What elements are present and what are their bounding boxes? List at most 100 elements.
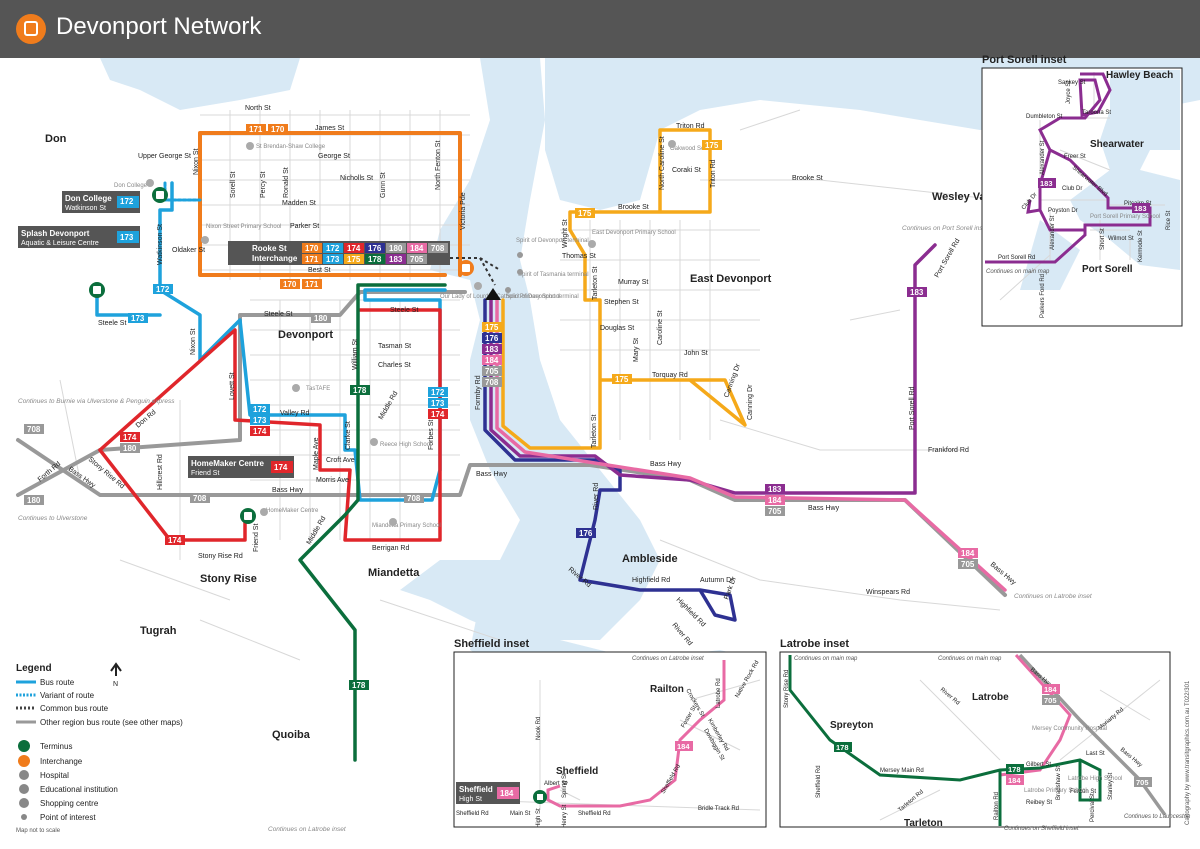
svg-text:Continues to Launceston: Continues to Launceston <box>1124 814 1191 820</box>
terminus-icon-splash <box>89 282 105 298</box>
legend-school-icon <box>19 784 29 794</box>
rooke-route-174: 174 <box>344 243 364 253</box>
svg-text:Croft Ave: Croft Ave <box>326 457 355 464</box>
svg-text:175: 175 <box>485 323 499 332</box>
svg-text:176: 176 <box>579 529 593 538</box>
terminus-icon-don-college <box>152 187 168 203</box>
route-badge-708: 708 <box>482 377 502 387</box>
svg-text:Poyston Dr: Poyston Dr <box>1048 208 1078 214</box>
svg-text:Tarleton St: Tarleton St <box>592 266 599 300</box>
svg-text:Madden St: Madden St <box>282 200 316 207</box>
terminal-triangle-icon <box>485 288 501 300</box>
svg-text:Sheffield inset: Sheffield inset <box>454 638 530 650</box>
svg-text:Steele St: Steele St <box>98 320 126 327</box>
svg-text:Dumbleton St: Dumbleton St <box>1026 114 1063 120</box>
rooke-route-178: 178 <box>365 254 385 264</box>
svg-text:Henry St: Henry St <box>562 804 568 828</box>
note-latrobe2: Continues on Latrobe inset <box>268 826 347 833</box>
svg-text:Continues on Sheffield inset: Continues on Sheffield inset <box>1004 826 1079 832</box>
svg-text:708: 708 <box>193 494 207 503</box>
svg-text:Upper George St: Upper George St <box>138 153 191 160</box>
svg-text:Bus route: Bus route <box>40 678 75 687</box>
svg-text:705: 705 <box>768 507 782 516</box>
callout-splash[interactable]: Splash Devonport Aquatic & Leisure Centr… <box>18 226 140 248</box>
interchange-icon-rooke <box>458 260 474 276</box>
svg-text:Railton Rd: Railton Rd <box>994 792 1000 820</box>
svg-text:171: 171 <box>305 280 319 289</box>
svg-text:178: 178 <box>368 255 382 264</box>
route-170-line <box>198 131 462 277</box>
svg-text:Common bus route: Common bus route <box>40 704 109 713</box>
suburb-labels: Don Devonport East Devonport Wesley Vale… <box>45 133 995 741</box>
svg-text:Bass Hwy: Bass Hwy <box>808 505 840 512</box>
svg-text:St Brendan-Shaw College: St Brendan-Shaw College <box>256 144 326 150</box>
note-ulverstone: Continues to Ulverstone <box>18 515 88 522</box>
svg-text:Gunn St: Gunn St <box>380 172 387 198</box>
rooke-route-172: 172 <box>323 243 343 253</box>
svg-text:Triton Rd: Triton Rd <box>710 159 717 188</box>
svg-text:Nixon Street Primary School: Nixon Street Primary School <box>206 224 281 230</box>
route-badge-178: 178 <box>349 680 369 690</box>
svg-text:Middle Rd: Middle Rd <box>378 390 400 421</box>
legend-shopping-icon <box>19 798 29 808</box>
svg-text:Gilbert St: Gilbert St <box>1026 762 1051 768</box>
svg-text:174: 174 <box>253 427 267 436</box>
bass-strait-west <box>100 58 300 110</box>
svg-text:183: 183 <box>768 485 782 494</box>
svg-text:Brooke St: Brooke St <box>618 204 649 211</box>
route-183-inset <box>985 72 1152 264</box>
svg-text:172: 172 <box>431 388 445 397</box>
svg-text:172: 172 <box>253 405 267 414</box>
svg-text:Taroona St: Taroona St <box>1082 110 1111 116</box>
suburb-tugrah: Tugrah <box>140 625 177 637</box>
svg-text:Rice St: Rice St <box>1166 210 1172 230</box>
svg-text:Forbes St: Forbes St <box>428 420 435 450</box>
port-sorell-inset[interactable]: Port Sorell inset Hawley Beach Shearwate… <box>981 54 1183 327</box>
svg-text:183: 183 <box>910 288 924 297</box>
svg-text:184: 184 <box>500 789 514 798</box>
svg-text:174: 174 <box>123 433 137 442</box>
svg-text:171: 171 <box>249 125 263 134</box>
svg-text:Victoria Pde: Victoria Pde <box>460 192 467 230</box>
svg-text:Mary St: Mary St <box>633 338 640 362</box>
title-bar: Devonport Network <box>0 0 1200 58</box>
latrobe-badges: 178 178 184 184 705 705 <box>834 684 1152 787</box>
svg-text:Tarleton St: Tarleton St <box>591 414 598 448</box>
rooke-route-705: 705 <box>407 254 427 264</box>
svg-text:Continues on main map: Continues on main map <box>794 656 858 662</box>
svg-text:Miandetta Primary School: Miandetta Primary School <box>372 523 441 529</box>
svg-text:172: 172 <box>120 197 134 206</box>
route-176-line <box>483 298 737 622</box>
latrobe-inset[interactable]: Latrobe inset Spreyton Latrobe Tarleton … <box>779 638 1191 832</box>
svg-text:Interchange: Interchange <box>40 757 83 766</box>
svg-text:Torquay Rd: Torquay Rd <box>652 372 688 379</box>
route-badge-705: 705 <box>482 366 502 376</box>
svg-text:Watkinson St: Watkinson St <box>65 205 106 212</box>
callouts: Don College Watkinson St 172 Splash Devo… <box>18 191 450 478</box>
callout-homemaker[interactable]: HomeMaker Centre Friend St 174 <box>188 456 294 478</box>
stops[interactable] <box>89 187 501 524</box>
legend-interchange-icon <box>18 755 30 767</box>
route-183-line <box>489 243 937 495</box>
rooke-route-171: 171 <box>302 254 322 264</box>
svg-text:173: 173 <box>326 255 340 264</box>
svg-text:Port Sorell Rd: Port Sorell Rd <box>909 386 916 430</box>
svg-text:176: 176 <box>368 244 382 253</box>
svg-text:George St: George St <box>318 153 350 160</box>
svg-text:708: 708 <box>407 494 421 503</box>
sheffield-inset[interactable]: Sheffield inset Railton Sheffield Contin… <box>453 638 767 828</box>
svg-text:178: 178 <box>353 386 367 395</box>
svg-text:HomeMaker Centre: HomeMaker Centre <box>191 459 264 468</box>
svg-text:Tarleton: Tarleton <box>904 818 943 829</box>
legend: Legend N Bus route Variant of route Comm… <box>16 662 183 834</box>
bus-icon <box>16 14 46 44</box>
svg-text:Percy St: Percy St <box>260 171 267 198</box>
shopping-centre-icon <box>146 179 268 516</box>
svg-text:Stanley St: Stanley St <box>1108 772 1114 800</box>
svg-text:Kermode St: Kermode St <box>1138 230 1144 262</box>
mersey-river <box>400 58 660 640</box>
route-184-line <box>495 298 1007 592</box>
